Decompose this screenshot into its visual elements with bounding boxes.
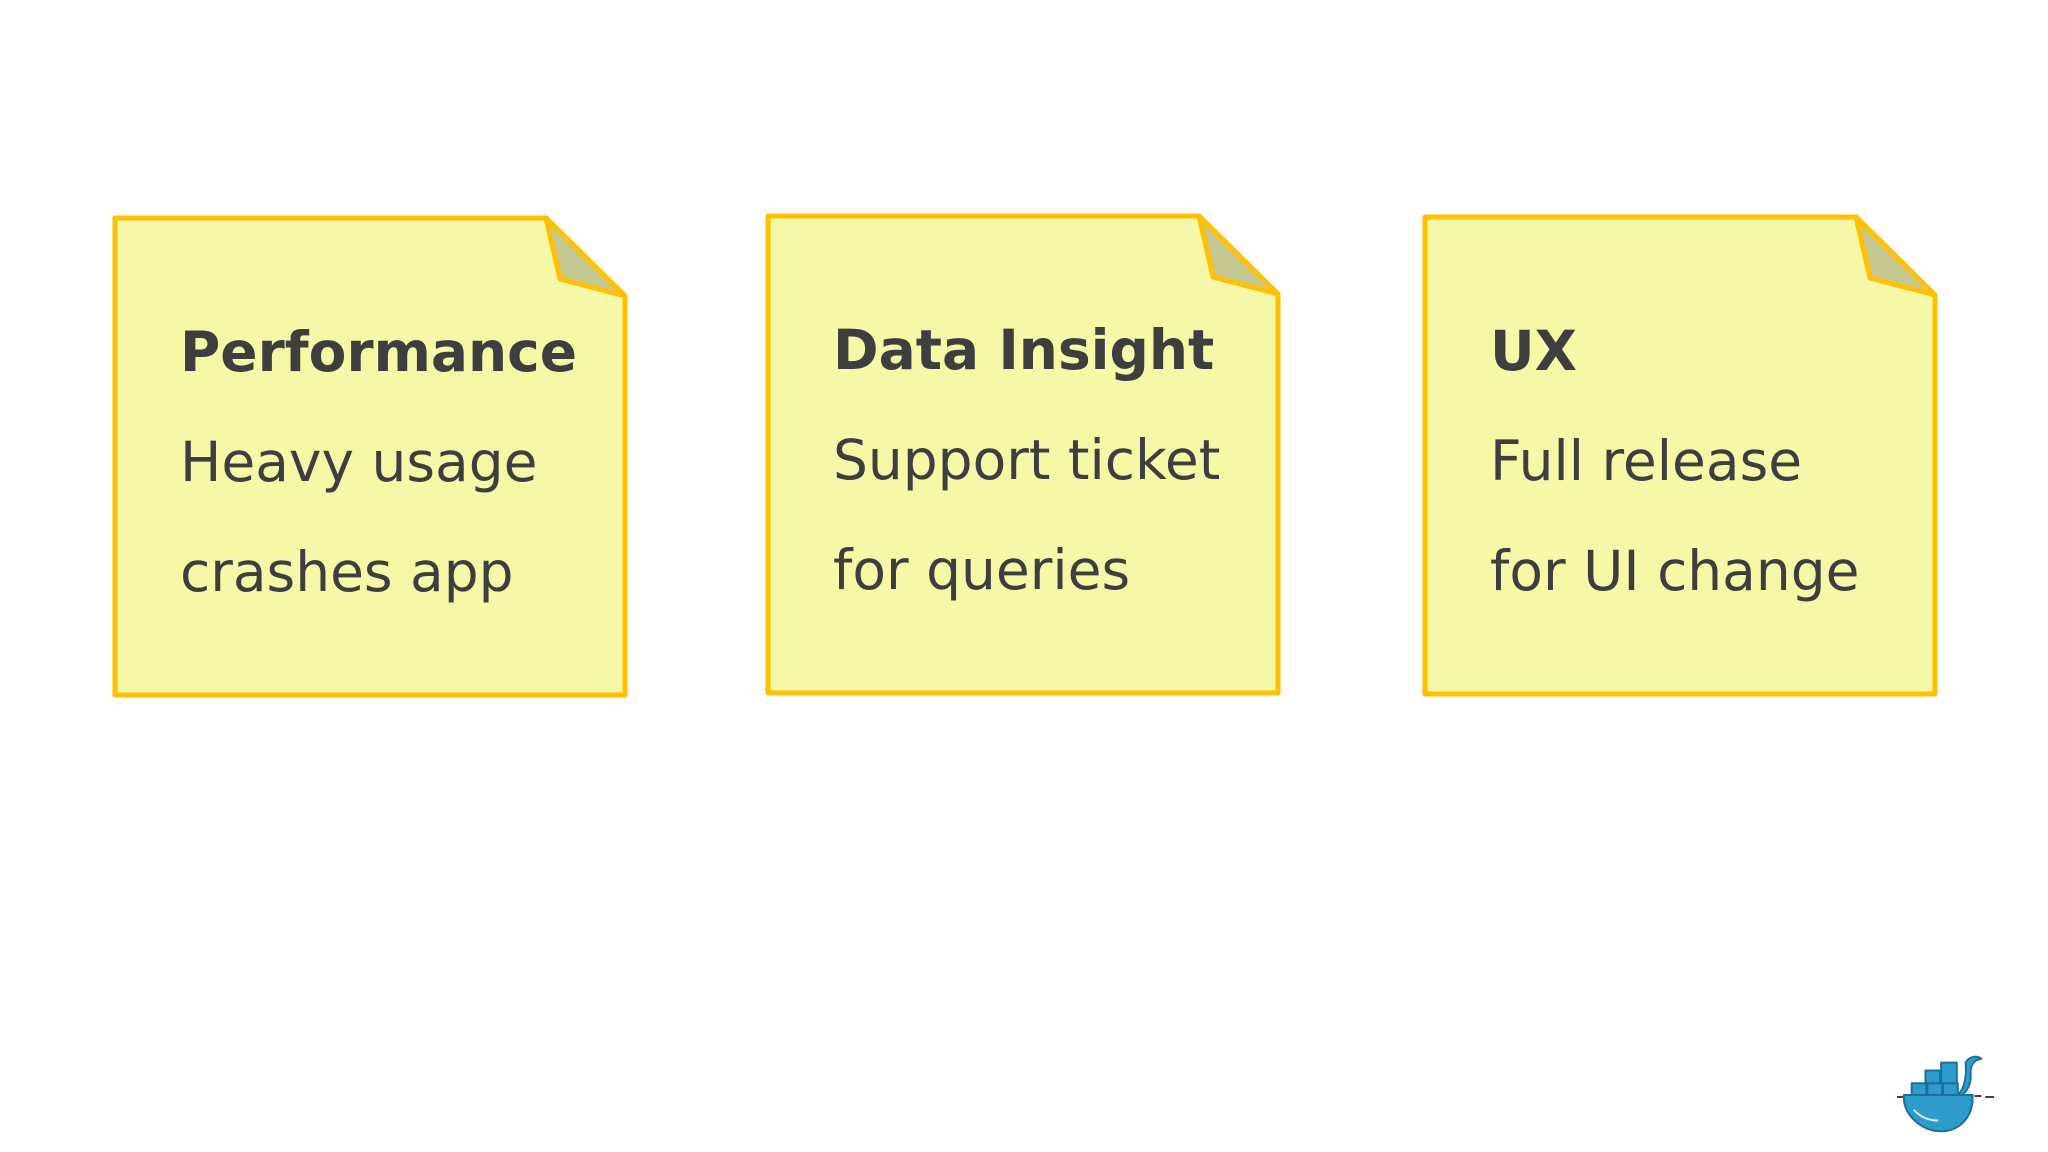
note-text-block: Performance Heavy usage crashes app	[112, 215, 628, 698]
note-paper-shape	[1422, 214, 1938, 697]
note-line: Heavy usage	[180, 430, 538, 494]
note-line: crashes app	[180, 540, 514, 604]
note-text-block: UX Full release for UI change	[1422, 214, 1938, 697]
note-paper-shape	[765, 213, 1281, 696]
note-paper-shape	[112, 215, 628, 698]
sticky-note-ux[interactable]: UX Full release for UI change	[1422, 214, 1938, 697]
note-text-block: Data Insight Support ticket for queries	[765, 213, 1281, 696]
note-title: Performance	[180, 320, 578, 384]
sticky-note-data-insight[interactable]: Data Insight Support ticket for queries	[765, 213, 1281, 696]
note-title: Data Insight	[833, 318, 1215, 382]
sticky-note-performance[interactable]: Performance Heavy usage crashes app	[112, 215, 628, 698]
note-line: Full release	[1490, 429, 1803, 493]
note-line: Support ticket	[833, 428, 1221, 492]
note-line: for UI change	[1490, 539, 1860, 603]
docker-whale-icon	[1896, 1055, 1995, 1133]
note-title: UX	[1490, 319, 1578, 383]
note-line: for queries	[833, 538, 1131, 602]
